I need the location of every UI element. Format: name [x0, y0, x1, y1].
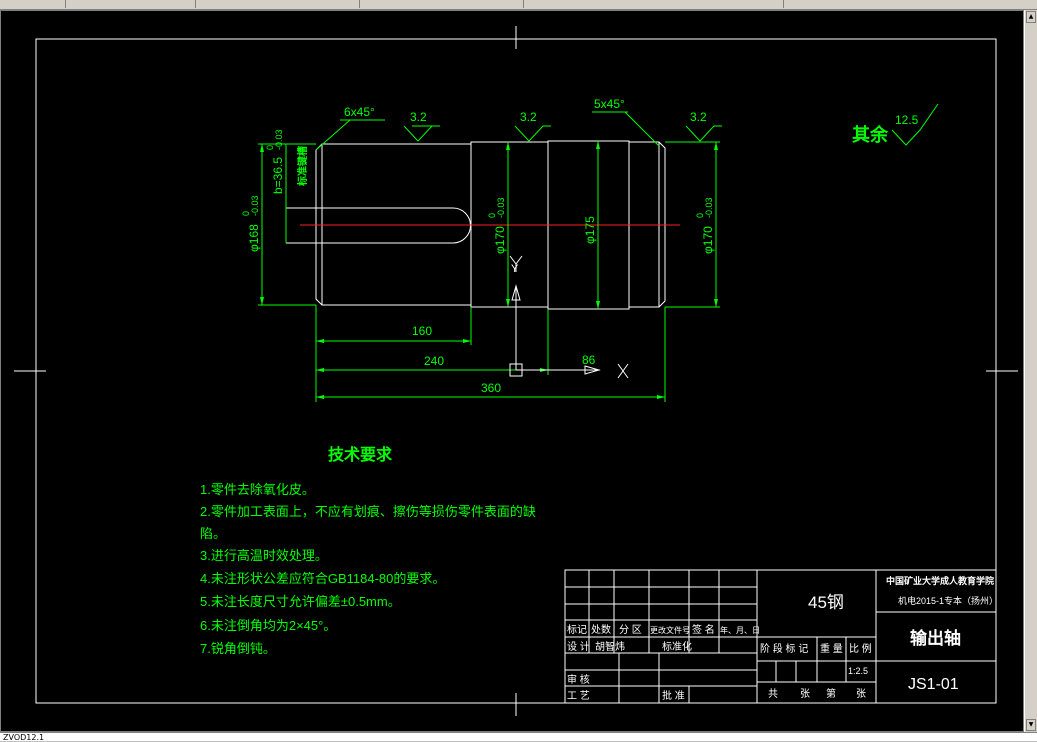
tb-mark: 标记 — [567, 624, 587, 636]
tol-168-lower: -0.03 — [250, 195, 260, 216]
command-line[interactable]: ZVOD12.1 — [0, 732, 1037, 742]
tb-stage-mark: 阶 段 标 记 — [760, 642, 808, 655]
scale-value: 1:2.5 — [848, 666, 868, 676]
tech-item-4: 4.未注形状公差应符合GB1184-80的要求。 — [200, 571, 445, 586]
dimension-arrows — [260, 141, 718, 399]
material: 45钢 — [808, 593, 844, 612]
ucs-axis-icon — [509, 255, 629, 379]
vertical-scrollbar[interactable]: ▲ ▼ — [1024, 10, 1037, 732]
diameter-170-b: φ170 — [701, 226, 715, 254]
other-roughness-value: 12.5 — [895, 113, 919, 127]
tb-designer: 胡智炜 — [595, 640, 625, 653]
tb-sheets: 张 — [800, 688, 810, 700]
tb-no: 第 — [826, 687, 836, 700]
school-name: 中国矿业大学成人教育学院 — [886, 575, 994, 586]
length-360: 360 — [481, 381, 501, 395]
length-160: 160 — [412, 324, 432, 338]
other-roughness-label: 其余 — [852, 124, 889, 145]
title-block-texts: 45钢 中国矿业大学成人教育学院 机电2015-1专本（扬州） 输出轴 JS1-… — [567, 575, 998, 702]
tol-170b-upper: 0 — [695, 213, 705, 218]
scroll-up-icon[interactable]: ▲ — [1026, 11, 1036, 23]
tb-zone: 分 区 — [619, 624, 642, 636]
tech-item-5: 5.未注长度尺寸允许偏差±0.5mm。 — [200, 594, 401, 609]
length-240: 240 — [424, 354, 444, 368]
toolbar-tab-3[interactable] — [196, 0, 360, 8]
diameter-170-a: φ170 — [493, 226, 507, 254]
scroll-down-icon[interactable]: ▼ — [1026, 719, 1036, 731]
tech-item-7: 7.锐角倒钝。 — [200, 641, 276, 656]
part-name: 输出轴 — [910, 628, 961, 648]
tb-standard: 标准化 — [662, 640, 692, 653]
tb-approve: 批 准 — [662, 689, 685, 702]
dimension-texts: 6x45° 5x45° 3.2 3.2 3.2 其余 12.5 160 240 … — [241, 97, 919, 395]
toolbar-tab-5[interactable] — [524, 0, 784, 8]
tech-item-2-cont: 陷。 — [200, 526, 226, 541]
tol-170a-upper: 0 — [487, 213, 497, 218]
app-toolbar — [0, 0, 1037, 10]
ucs-y-label: Y — [511, 263, 519, 275]
roughness-label-3: 3.2 — [690, 110, 707, 124]
title-block — [564, 569, 997, 704]
tech-requirements-title: 技术要求 — [328, 445, 393, 464]
tb-sheet: 张 — [856, 688, 866, 700]
tb-design: 设 计 — [567, 640, 590, 653]
tb-date: 年、月、日 — [720, 625, 760, 635]
keyway-depth: b=36.5 — [271, 157, 285, 194]
drawing-number: JS1-01 — [908, 676, 959, 693]
tech-requirements: 技术要求 1.零件去除氧化皮。 2.零件加工表面上，不应有划痕、擦伤等损伤零件表… — [200, 445, 536, 656]
toolbar-tab-1[interactable] — [0, 0, 66, 8]
diameter-168: φ168 — [247, 224, 261, 252]
tol-170a-lower: -0.03 — [496, 197, 506, 218]
tb-change-doc: 更改文件号 — [650, 625, 690, 635]
tb-weight: 重 量 — [820, 642, 843, 655]
tb-review: 审 核 — [567, 673, 590, 686]
length-86: 86 — [582, 353, 596, 367]
tb-process: 工 艺 — [567, 690, 590, 702]
drawing-border — [14, 26, 1018, 716]
chamfer-left-label: 6x45° — [344, 105, 375, 119]
tech-item-6: 6.未注倒角均为2×45°。 — [200, 618, 336, 633]
roughness-label-1: 3.2 — [410, 110, 427, 124]
keyway-tol-lower: -0.03 — [274, 129, 284, 150]
tol-170b-lower: -0.03 — [704, 197, 714, 218]
tech-item-1: 1.零件去除氧化皮。 — [200, 482, 315, 497]
diameter-175: φ175 — [583, 216, 597, 244]
tb-scale-label: 比 例 — [849, 642, 872, 655]
class-name: 机电2015-1专本（扬州） — [898, 595, 998, 606]
tech-item-2: 2.零件加工表面上，不应有划痕、擦伤等损伤零件表面的缺 — [200, 504, 536, 519]
toolbar-tab-4[interactable] — [360, 0, 524, 8]
drawing-canvas[interactable] — [0, 10, 1024, 732]
keyway-tol-upper: 0 — [265, 145, 275, 150]
tb-sign: 签 名 — [692, 623, 715, 636]
tol-168-upper: 0 — [241, 211, 251, 216]
chamfer-right-label: 5x45° — [594, 97, 625, 111]
roughness-label-2: 3.2 — [520, 110, 537, 124]
tb-total: 共 — [768, 688, 778, 700]
toolbar-tab-2[interactable] — [66, 0, 196, 8]
keyway-note: 标准键槽 — [296, 146, 309, 187]
tb-count: 处数 — [591, 623, 611, 636]
tech-item-3: 3.进行高温时效处理。 — [200, 548, 328, 563]
